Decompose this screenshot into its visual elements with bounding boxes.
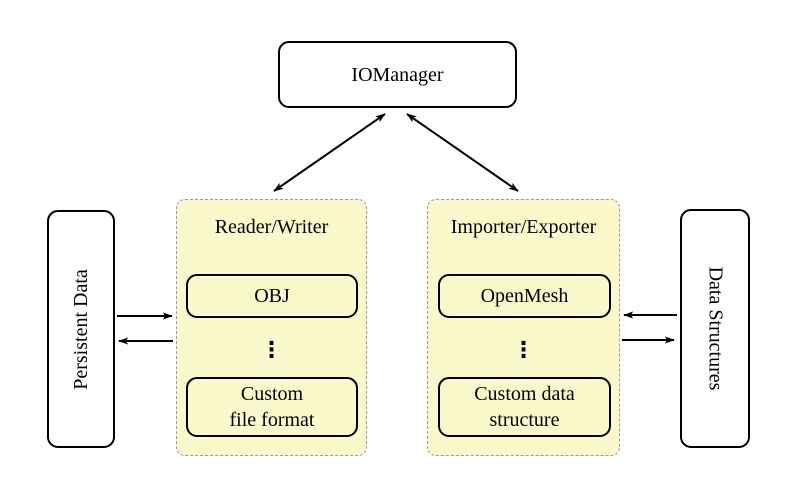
node-data-structures: Data Structures <box>680 209 750 448</box>
data-structures-label: Data Structures <box>704 266 727 391</box>
reader-writer-title: Reader/Writer <box>214 216 329 238</box>
ellipsis-icon: ⋮ <box>260 337 283 363</box>
importer-exporter-title: Importer/Exporter <box>450 216 597 238</box>
group-reader-writer: Reader/Writer OBJ ⋮ Custom file format <box>176 199 367 456</box>
custom-file-format-label: Custom file format <box>229 383 315 431</box>
node-openmesh: OpenMesh <box>438 274 611 318</box>
arrow-iomanager-readerwriter <box>273 113 386 192</box>
node-iomanager: IOManager <box>278 41 517 108</box>
node-custom-data-structure: Custom data structure <box>438 377 611 437</box>
ellipsis-icon: ⋮ <box>512 337 535 363</box>
group-importer-exporter: Importer/Exporter OpenMesh ⋮ Custom data… <box>427 199 620 456</box>
arrow-iomanager-importerexporter <box>406 113 519 192</box>
node-custom-file-format: Custom file format <box>186 377 358 437</box>
node-obj: OBJ <box>186 274 358 318</box>
persistent-data-label: Persistent Data <box>69 268 92 390</box>
custom-data-structure-label: Custom data structure <box>474 383 575 431</box>
node-persistent-data: Persistent Data <box>47 210 115 448</box>
obj-label: OBJ <box>254 285 290 307</box>
iomanager-label: IOManager <box>351 63 444 86</box>
openmesh-label: OpenMesh <box>480 285 569 307</box>
